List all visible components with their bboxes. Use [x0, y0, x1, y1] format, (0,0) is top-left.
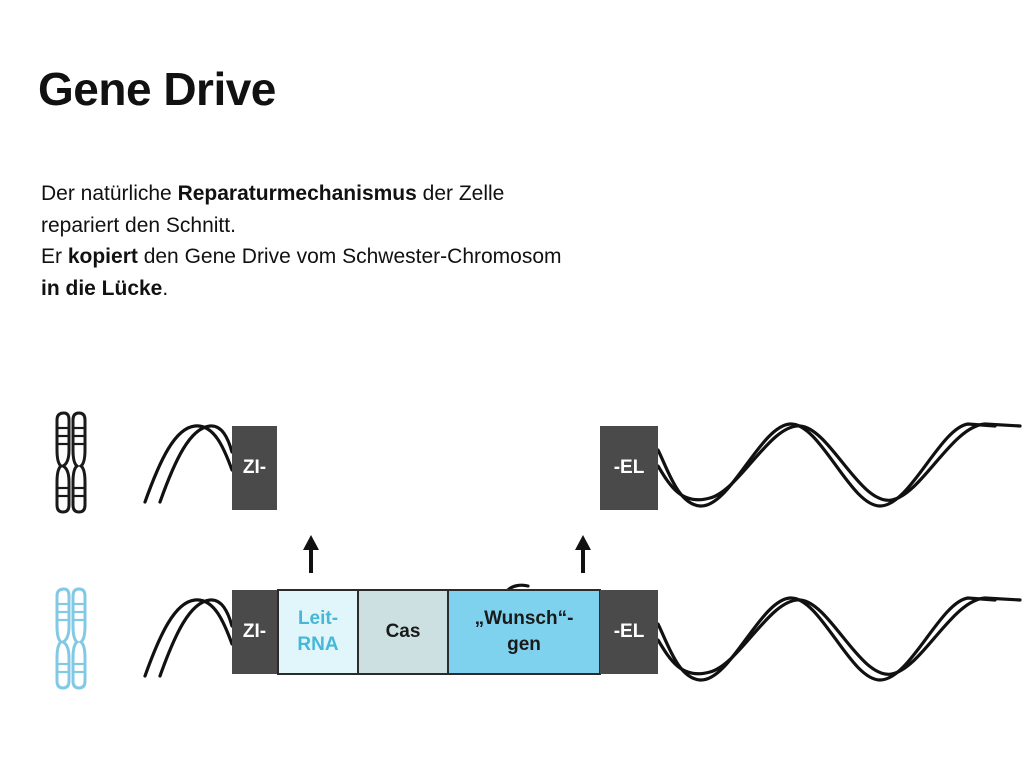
description-paragraph-2: Er kopiert den Gene Drive vom Schwester-… — [41, 241, 581, 304]
bottom-segment-zi — [232, 590, 277, 674]
top-el-label: -EL — [613, 457, 645, 479]
leit-rna-label-line1: Leit- — [297, 608, 339, 630]
description: Der natürliche Reparaturmechanismus der … — [41, 178, 581, 304]
desc-bold-text: kopiert — [67, 245, 138, 268]
top-zi-label: ZI- — [242, 457, 267, 479]
desc-text: Der natürliche — [41, 182, 178, 205]
description-paragraph-1: Der natürliche Reparaturmechanismus der … — [41, 178, 581, 241]
bottom-zi-label: ZI- — [242, 621, 267, 643]
cas-label: Cas — [385, 621, 421, 643]
page-title: Gene Drive — [38, 63, 276, 115]
wunschgen-label: „Wunsch“- gen — [448, 590, 600, 674]
leit-rna-label-line2: RNA — [297, 634, 339, 655]
wunschgen-label-line1: „Wunsch“- — [474, 608, 574, 630]
arrow-up-icon — [575, 535, 591, 573]
bottom-dna-helix — [143, 583, 1022, 682]
desc-text: . — [162, 276, 169, 300]
top-segment-zi — [232, 426, 277, 510]
desc-bold-text: in die Lücke — [41, 276, 163, 300]
bottom-segment-el — [600, 590, 658, 674]
leit-rna-label: Leit- RNA — [278, 590, 358, 674]
desc-text: Er — [41, 245, 68, 268]
top-dna-helix — [143, 422, 1022, 508]
top-segment-el — [600, 426, 658, 510]
wunschgen-label-line2: gen — [507, 634, 541, 655]
chromosome-icon-black — [55, 411, 87, 514]
chromosome-icon-blue — [55, 587, 87, 690]
bottom-segment-cas — [357, 589, 449, 675]
bottom-segment-wunschgen — [447, 589, 601, 675]
desc-text: der Zelle repariert den Schnitt. — [41, 182, 505, 237]
bottom-segment-leit-rna — [277, 589, 359, 675]
desc-text: den Gene Drive vom Schwester-Chromosom — [137, 245, 562, 268]
bottom-el-label: -EL — [613, 621, 645, 643]
desc-bold-text: Reparaturmechanismus — [177, 182, 417, 205]
arrow-up-icon — [303, 535, 319, 573]
